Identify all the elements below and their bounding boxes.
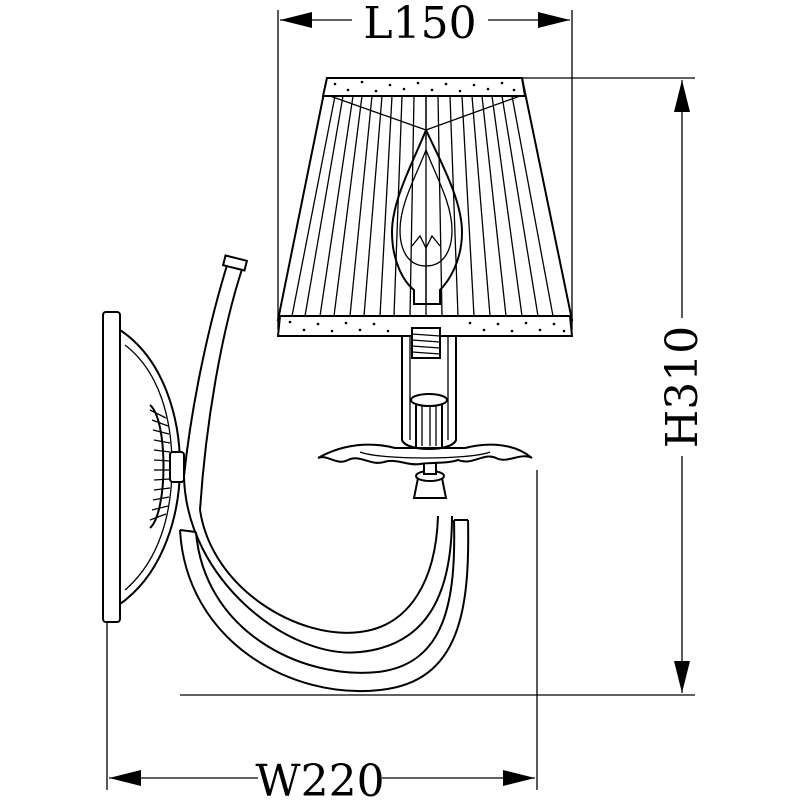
- width-label: W220: [255, 756, 384, 800]
- wall-backplate: [102, 311, 185, 623]
- arrow-up-icon: [674, 80, 690, 112]
- stem-collar: [412, 461, 448, 499]
- arrow-left-icon: [109, 770, 141, 786]
- height-dimension: H310: [180, 77, 708, 696]
- arrow-right-icon: [503, 770, 535, 786]
- arrow-right-icon: [538, 12, 570, 28]
- arrow-down-icon: [674, 661, 690, 693]
- curved-arm: [179, 254, 470, 693]
- length-dimension: L150: [277, 0, 573, 330]
- arrow-left-icon: [280, 12, 312, 28]
- width-dimension: W220: [106, 470, 538, 800]
- length-label: L150: [363, 0, 476, 49]
- height-label: H310: [657, 326, 708, 448]
- trim-texture: [288, 80, 566, 333]
- scalloped-drip-pan: [317, 443, 533, 466]
- pleated-lamp-shade: [276, 77, 574, 337]
- backplate-ribs: [149, 409, 171, 521]
- candle-bulb: [390, 127, 464, 359]
